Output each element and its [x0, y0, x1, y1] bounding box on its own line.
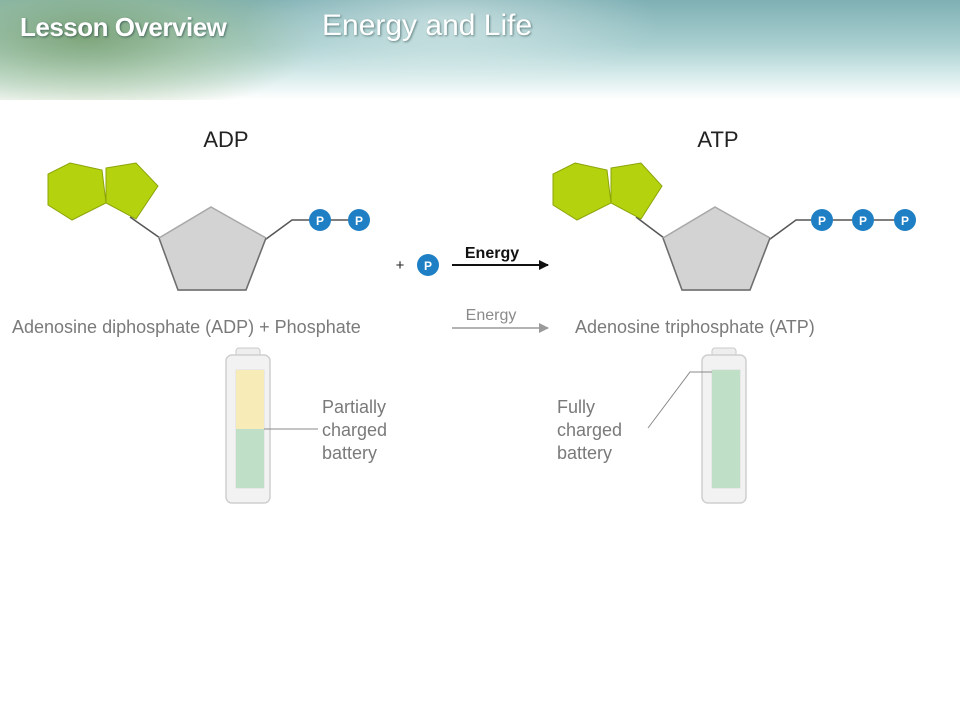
- adp-battery-label: Partially charged battery: [322, 397, 387, 463]
- adp-battery: [225, 347, 318, 504]
- adp-base-sugar-bond: [129, 216, 161, 239]
- atp-ribose-pentagon: [662, 206, 771, 291]
- svg-text:charged: charged: [322, 420, 387, 440]
- atp-molecule: P P P: [552, 162, 916, 291]
- atp-battery: [647, 347, 747, 504]
- atp-battery-leader: [647, 371, 712, 429]
- atp-adenine-pentagon: [610, 162, 663, 220]
- atp-phosphate-2: P: [852, 209, 874, 231]
- equation-energy-label: Energy: [466, 307, 517, 324]
- energy-input-label: Energy: [465, 245, 519, 262]
- slide-header: Lesson Overview Energy and Life: [0, 0, 960, 100]
- page-title: Energy and Life: [322, 9, 533, 42]
- atp-phosphate-1: P: [811, 209, 833, 231]
- adp-adenine-hexagon: [47, 162, 107, 221]
- svg-text:P: P: [901, 214, 909, 228]
- svg-text:P: P: [424, 259, 432, 273]
- svg-text:charged: charged: [557, 420, 622, 440]
- lesson-label: Lesson Overview: [20, 12, 227, 42]
- adp-phosphate-1: P: [309, 209, 331, 231]
- adp-adenine-pentagon: [105, 162, 159, 220]
- equation-left: Adenosine diphosphate (ADP) + Phosphate: [12, 317, 361, 337]
- adp-ribose-pentagon: [158, 206, 267, 291]
- svg-text:Partially: Partially: [322, 397, 386, 417]
- adp-heading: ADP: [203, 127, 248, 152]
- svg-text:battery: battery: [557, 443, 612, 463]
- free-phosphate: P: [417, 254, 439, 276]
- atp-heading: ATP: [697, 127, 738, 152]
- atp-base-sugar-bond: [635, 216, 665, 239]
- atp-adenine-hexagon: [552, 162, 612, 221]
- plus-sign: +: [396, 257, 405, 274]
- svg-text:battery: battery: [322, 443, 377, 463]
- atp-phosphate-3: P: [894, 209, 916, 231]
- header-glow-decoration: [240, 0, 660, 90]
- svg-text:P: P: [859, 214, 867, 228]
- equation-right: Adenosine triphosphate (ATP): [575, 317, 815, 337]
- adp-phosphate-2: P: [348, 209, 370, 231]
- adp-sugar-phosphate-bond: [261, 219, 312, 243]
- svg-text:P: P: [818, 214, 826, 228]
- atp-battery-label: Fully charged battery: [557, 397, 622, 463]
- atp-sugar-phosphate-bond: [765, 219, 814, 243]
- atp-battery-charge: [712, 370, 740, 488]
- svg-text:Fully: Fully: [557, 397, 595, 417]
- adp-battery-charge: [236, 429, 264, 488]
- svg-text:P: P: [355, 214, 363, 228]
- adp-molecule: P P: [47, 162, 370, 291]
- svg-text:P: P: [316, 214, 324, 228]
- adp-battery-uncharged: [236, 370, 264, 429]
